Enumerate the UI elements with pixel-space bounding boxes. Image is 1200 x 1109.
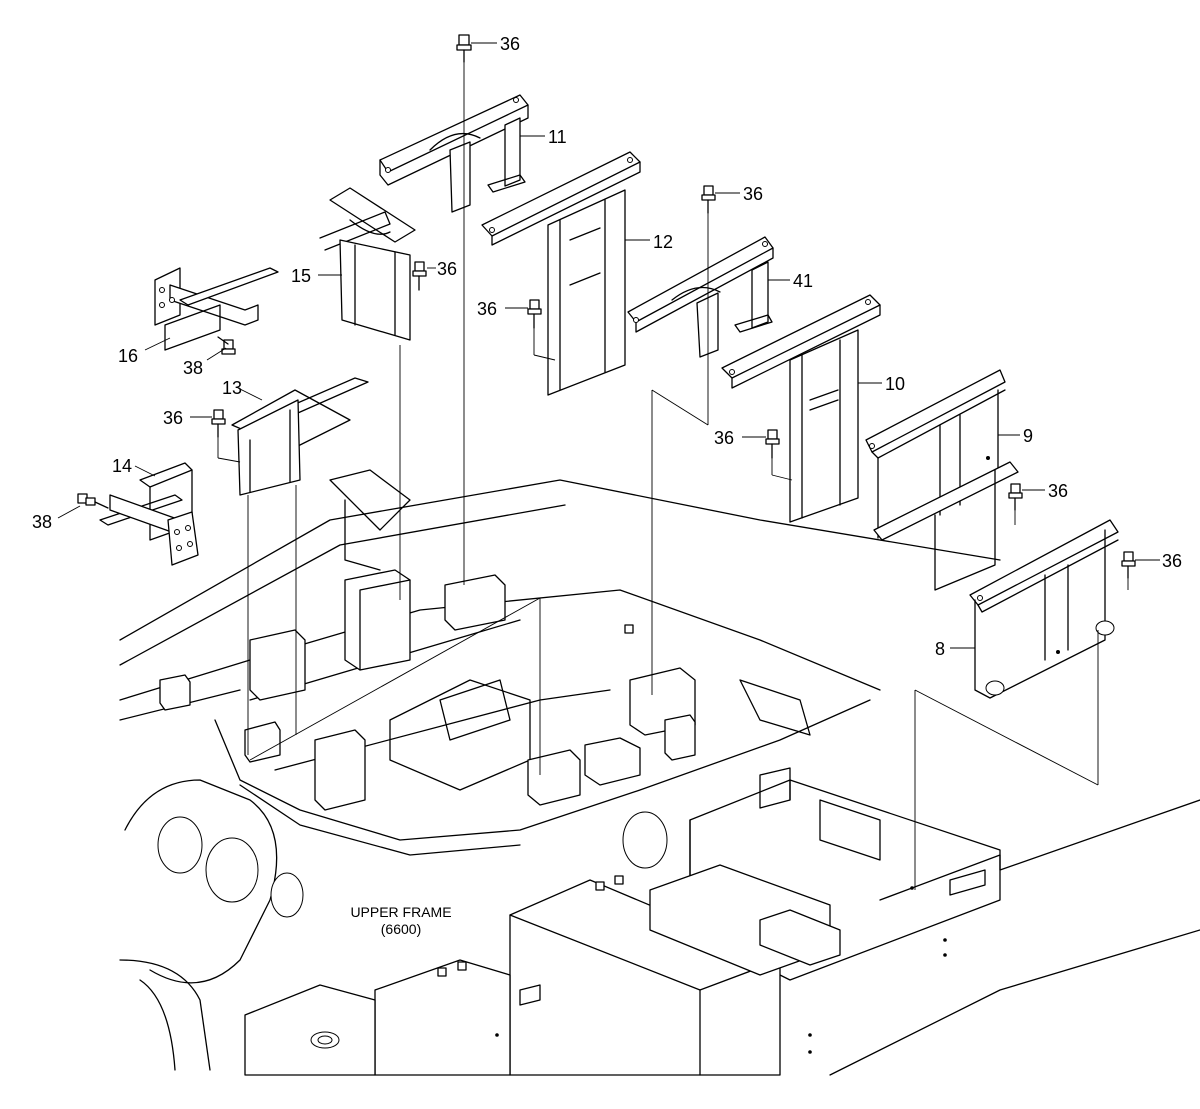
caption-line-2: (6600) [381, 921, 421, 937]
bolt-36-part10 [765, 429, 780, 459]
part-14-bracket [99, 462, 199, 566]
callout-38: 38 [183, 358, 203, 378]
callout-36: 36 [477, 299, 497, 319]
bolt-36-top [456, 34, 472, 63]
callout-36: 36 [163, 408, 183, 428]
bolt-36-part9 [1008, 483, 1023, 511]
callout-9: 9 [1023, 426, 1033, 446]
part-8-bracket [969, 519, 1119, 699]
callout-41: 41 [793, 271, 813, 291]
bolt-36-part12 [527, 299, 542, 329]
callout-36: 36 [743, 184, 763, 204]
part-16-bracket [154, 267, 279, 351]
bolt-36-part15 [412, 261, 427, 291]
callout-38: 38 [32, 512, 52, 532]
leader-lines [57, 42, 1160, 649]
part-11-bracket [379, 94, 529, 213]
callout-8: 8 [935, 639, 945, 659]
bolt-36-part13 [211, 409, 226, 438]
callout-36: 36 [1162, 551, 1182, 571]
callout-36: 36 [500, 34, 520, 54]
assembly-lines [217, 62, 1129, 890]
upper-frame [119, 469, 1200, 1076]
part-9-bracket [865, 369, 1019, 591]
part-10-bracket [721, 294, 881, 523]
callout-labels: 36 11 12 36 41 15 36 36 16 38 13 36 10 3… [32, 34, 1182, 659]
callout-36: 36 [714, 428, 734, 448]
callout-11: 11 [548, 127, 567, 147]
callout-12: 12 [653, 232, 673, 252]
bolt-38-part16 [217, 336, 236, 355]
part-41-bracket [627, 236, 774, 358]
callout-14: 14 [112, 456, 132, 476]
callout-15: 15 [291, 266, 311, 286]
part-12-bracket [481, 151, 641, 396]
callout-16: 16 [118, 346, 138, 366]
upper-frame-caption: UPPER FRAME (6600) [350, 904, 451, 937]
callout-36: 36 [1048, 481, 1068, 501]
callout-10: 10 [885, 374, 905, 394]
callout-13: 13 [222, 378, 242, 398]
bolt-36-part41 [701, 185, 716, 214]
caption-line-1: UPPER FRAME [350, 904, 451, 920]
bolt-38-part14 [77, 493, 109, 509]
callout-36: 36 [437, 259, 457, 279]
part-13-bracket [231, 377, 369, 496]
part-15-bracket [319, 187, 416, 341]
bolt-36-part8 [1121, 551, 1136, 579]
